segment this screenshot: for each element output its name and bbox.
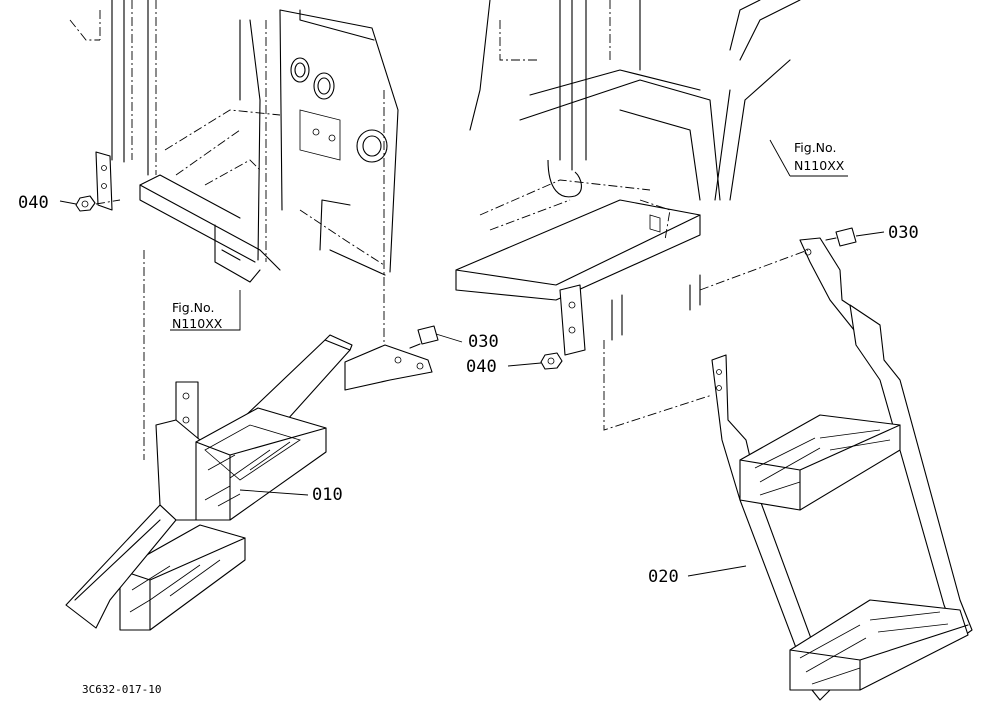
nut-040-right xyxy=(540,352,563,370)
label-010: 010 xyxy=(312,485,343,505)
step-020 xyxy=(711,237,973,701)
label-030-right: 030 xyxy=(888,223,919,243)
nut-040-left xyxy=(75,195,96,212)
bolt-030-left xyxy=(409,325,439,349)
left-frame xyxy=(69,0,399,283)
ref-left-fig: Fig.No. xyxy=(172,300,214,315)
ref-right-fig: Fig.No. xyxy=(794,140,836,155)
step-010 xyxy=(65,334,433,631)
ref-left-number: N110XX xyxy=(172,316,223,331)
right-frame xyxy=(455,0,801,356)
label-020: 020 xyxy=(648,567,679,587)
bolt-030-right xyxy=(825,227,857,247)
label-030-left: 030 xyxy=(468,332,499,352)
label-040-left: 040 xyxy=(18,193,49,213)
label-040-right: 040 xyxy=(466,357,497,377)
ref-right-number: N110XX xyxy=(794,158,845,173)
drawing-caption: 3C632-017-10 xyxy=(82,683,161,696)
